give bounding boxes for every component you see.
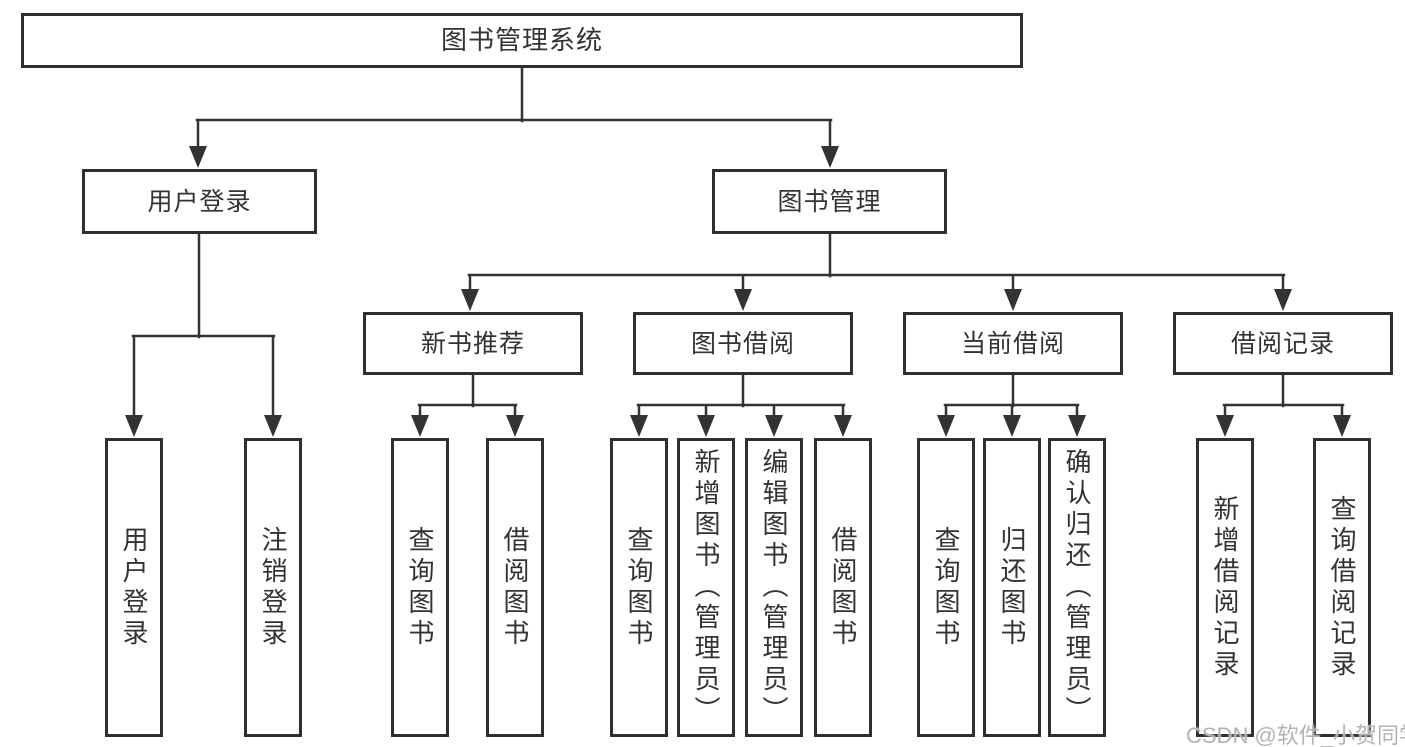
- node-borrowing-edit-book-admin: 编辑图书（管理员）: [745, 438, 803, 737]
- arrowhead: [506, 415, 524, 437]
- node-borrowing-add-book-admin: 新增图书（管理员）: [677, 438, 735, 737]
- arrowhead: [1068, 415, 1086, 437]
- node-book-borrowing: 图书借阅: [633, 312, 853, 375]
- arrowhead: [1004, 289, 1022, 311]
- arrowhead: [697, 415, 715, 437]
- node-records-query-record: 查询借阅记录: [1313, 438, 1371, 737]
- arrowhead: [1274, 289, 1292, 311]
- arrowhead: [125, 415, 143, 437]
- node-records-add-record: 新增借阅记录: [1196, 438, 1254, 737]
- node-recommend-borrow-book: 借阅图书: [486, 438, 544, 737]
- node-leaf-logout: 注销登录: [244, 438, 302, 737]
- arrowhead: [834, 415, 852, 437]
- connector-lines: [131, 66, 1345, 420]
- arrowhead: [264, 415, 282, 437]
- arrowhead: [765, 415, 783, 437]
- node-leaf-user-login: 用户登录: [105, 438, 163, 737]
- node-current-borrowing: 当前借阅: [903, 312, 1123, 375]
- arrowhead: [461, 289, 479, 311]
- node-borrowing-borrow-book: 借阅图书: [814, 438, 872, 737]
- arrowhead: [1216, 415, 1234, 437]
- node-borrowing-records: 借阅记录: [1173, 312, 1393, 375]
- csdn-watermark: CSDN @软件_小贺同学: [1186, 723, 1405, 747]
- arrowhead: [937, 415, 955, 437]
- node-borrowing-query-book: 查询图书: [610, 438, 668, 737]
- node-current-query-book: 查询图书: [917, 438, 975, 737]
- arrowhead: [821, 146, 839, 168]
- node-library-management-system: 图书管理系统: [21, 13, 1023, 68]
- arrowhead: [411, 415, 429, 437]
- node-new-book-recommendation: 新书推荐: [363, 312, 583, 375]
- arrowhead: [734, 289, 752, 311]
- arrowhead: [189, 146, 207, 168]
- arrowhead: [1003, 415, 1021, 437]
- node-book-management: 图书管理: [712, 169, 947, 234]
- node-user-login: 用户登录: [82, 169, 317, 234]
- arrowheads: [125, 146, 1351, 437]
- node-recommend-query-book: 查询图书: [391, 438, 449, 737]
- arrowhead: [630, 415, 648, 437]
- node-current-return-book: 归还图书: [983, 438, 1041, 737]
- arrowhead: [1333, 415, 1351, 437]
- node-current-confirm-return-admin: 确认归还（管理员）: [1048, 438, 1106, 737]
